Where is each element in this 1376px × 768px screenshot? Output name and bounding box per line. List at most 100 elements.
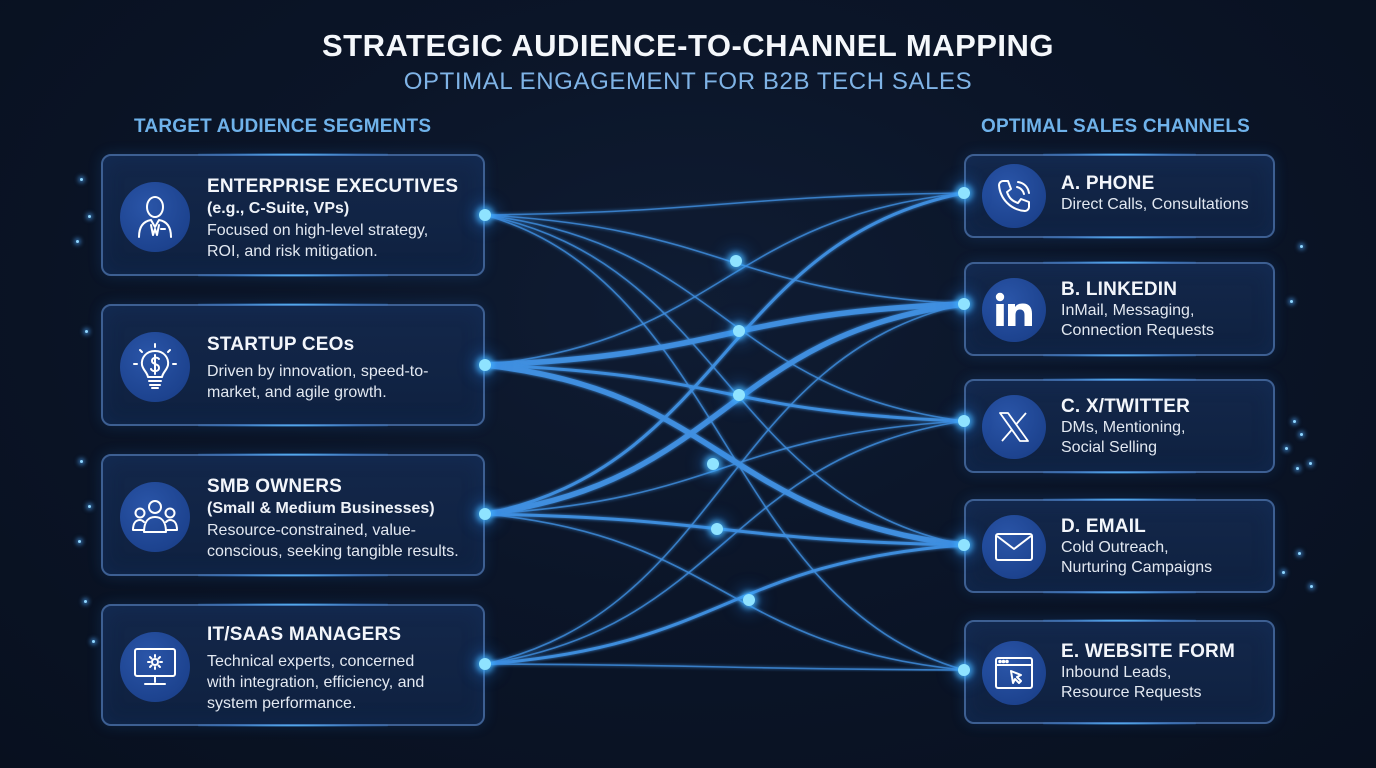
audience-description-line: Resource-constrained, value- — [207, 522, 416, 539]
connection-it-to-webform — [484, 663, 965, 671]
channel-column-heading: OPTIMAL SALES CHANNELS — [981, 116, 1251, 137]
connection-startup-to-phone — [484, 192, 965, 366]
audience-description-line: market, and agile growth. — [207, 384, 387, 401]
linkedin-icon — [982, 278, 1046, 342]
page-subtitle: OPTIMAL ENGAGEMENT FOR B2B TECH SALES — [403, 68, 973, 95]
channel-description-line: Cold Outreach, — [1061, 539, 1169, 556]
channel-node-twitter — [958, 415, 970, 427]
channel-description-line: Inbound Leads, — [1061, 664, 1172, 681]
junction-node — [733, 389, 745, 401]
channel-title: A. PHONE — [1061, 173, 1155, 194]
sparkle-decoration — [85, 330, 88, 333]
connection-enterprise-to-webform — [484, 214, 965, 671]
audience-subtitle: (e.g., C-Suite, VPs) — [207, 200, 350, 217]
channel-node-webform — [958, 664, 970, 676]
connection-startup-to-twitter — [484, 363, 965, 423]
connection-smb-to-linkedin — [484, 301, 965, 517]
channel-description-line: InMail, Messaging, — [1061, 302, 1195, 319]
sparkle-decoration — [88, 505, 91, 508]
sparkle-decoration — [76, 240, 79, 243]
browser-cursor-icon — [982, 641, 1046, 705]
audience-card-startup[interactable]: STARTUP CEOs Driven by innovation, speed… — [101, 303, 485, 427]
channel-description-line: Connection Requests — [1061, 322, 1214, 339]
channel-node-linkedin — [958, 298, 970, 310]
audience-description-line: with integration, efficiency, and — [207, 674, 425, 691]
audience-description-line: Technical experts, concerned — [207, 653, 415, 670]
sparkle-decoration — [84, 600, 87, 603]
audience-card-enterprise[interactable]: ENTERPRISE EXECUTIVES (e.g., C-Suite, VP… — [101, 153, 485, 277]
junction-node — [707, 458, 719, 470]
audience-title: ENTERPRISE EXECUTIVES — [207, 176, 459, 197]
audience-node-it — [479, 658, 491, 670]
connection-enterprise-to-twitter — [484, 214, 965, 422]
connection-startup-to-email — [484, 362, 965, 548]
channel-description-line: Social Selling — [1061, 439, 1158, 456]
channel-card-webform[interactable]: E. WEBSITE FORM Inbound Leads, Resource … — [964, 619, 1275, 725]
channel-title: E. WEBSITE FORM — [1061, 641, 1235, 662]
channel-description-line: Direct Calls, Consultations — [1061, 196, 1249, 213]
connection-startup-to-linkedin — [484, 301, 965, 368]
audience-description-line: conscious, seeking tangible results. — [207, 543, 459, 560]
audience-title: IT/SAAS MANAGERS — [207, 624, 402, 645]
channel-description-line: DMs, Mentioning, — [1061, 419, 1186, 436]
audience-node-enterprise — [479, 209, 491, 221]
channel-node-phone — [958, 187, 970, 199]
junction-node — [733, 325, 745, 337]
connection-enterprise-to-phone — [484, 192, 965, 216]
sparkle-decoration — [1293, 420, 1296, 423]
connection-it-to-linkedin — [484, 303, 965, 665]
lightbulb-dollar-icon — [120, 332, 190, 402]
channel-title: D. EMAIL — [1061, 516, 1146, 537]
connection-smb-to-phone — [484, 191, 965, 516]
audience-description-line: system performance. — [207, 695, 357, 712]
sparkle-decoration — [92, 640, 95, 643]
connection-enterprise-to-linkedin — [484, 214, 965, 305]
connection-smb-to-email — [484, 512, 965, 547]
sparkle-decoration — [80, 460, 83, 463]
connection-enterprise-to-email — [484, 214, 965, 546]
sparkle-decoration — [80, 178, 83, 181]
channel-title: B. LINKEDIN — [1061, 279, 1178, 300]
sparkle-decoration — [1296, 467, 1299, 470]
audience-title: SMB OWNERS — [207, 476, 342, 497]
executive-person-icon — [120, 182, 190, 252]
monitor-gear-icon — [120, 632, 190, 702]
channel-description-line: Resource Requests — [1061, 684, 1202, 701]
audience-description-line: ROI, and risk mitigation. — [207, 243, 378, 260]
channel-card-twitter[interactable]: C. X/TWITTER DMs, Mentioning, Social Sel… — [964, 378, 1275, 474]
audience-description-line: Driven by innovation, speed-to- — [207, 363, 429, 380]
channel-node-email — [958, 539, 970, 551]
channel-card-email[interactable]: D. EMAIL Cold Outreach, Nurturing Campai… — [964, 498, 1275, 594]
sparkle-decoration — [1282, 571, 1285, 574]
audience-node-smb — [479, 508, 491, 520]
sparkle-decoration — [1310, 585, 1313, 588]
x-twitter-icon — [982, 395, 1046, 459]
junction-node — [743, 594, 755, 606]
connection-it-to-twitter — [484, 420, 965, 665]
connection-smb-to-twitter — [484, 420, 965, 515]
audience-title: STARTUP CEOs — [207, 334, 355, 355]
sparkle-decoration — [78, 540, 81, 543]
audience-card-it[interactable]: IT/SAAS MANAGERS Technical experts, conc… — [101, 603, 485, 727]
channel-description-line: Nurturing Campaigns — [1061, 559, 1213, 576]
sparkle-decoration — [1300, 245, 1303, 248]
audience-subtitle: (Small & Medium Businesses) — [207, 500, 435, 517]
page-title: STRATEGIC AUDIENCE-TO-CHANNEL MAPPING — [321, 28, 1055, 63]
junction-node — [711, 523, 723, 535]
sparkle-decoration — [1298, 552, 1301, 555]
sparkle-decoration — [88, 215, 91, 218]
phone-icon — [982, 164, 1046, 228]
sparkle-decoration — [1285, 447, 1288, 450]
audience-description-line: Focused on high-level strategy, — [207, 222, 429, 239]
group-people-icon — [120, 482, 190, 552]
channel-title: C. X/TWITTER — [1061, 396, 1191, 417]
channel-card-phone[interactable]: A. PHONE Direct Calls, Consultations — [964, 153, 1275, 239]
channel-card-linkedin[interactable]: B. LINKEDIN InMail, Messaging, Connectio… — [964, 261, 1275, 357]
audience-column-heading: TARGET AUDIENCE SEGMENTS — [134, 116, 432, 137]
connection-smb-to-webform — [484, 513, 965, 671]
sparkle-decoration — [1309, 462, 1312, 465]
sparkle-decoration — [1300, 433, 1303, 436]
junction-node — [730, 255, 742, 267]
audience-card-smb[interactable]: SMB OWNERS (Small & Medium Businesses) R… — [101, 453, 485, 577]
